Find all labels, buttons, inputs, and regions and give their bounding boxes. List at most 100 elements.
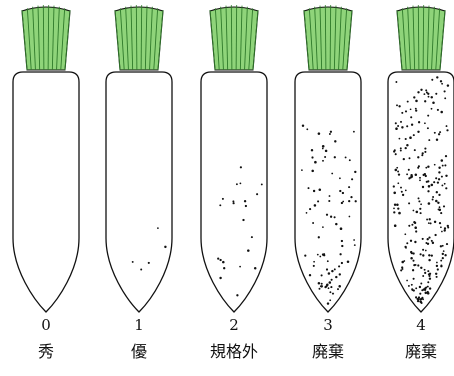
disease-spot (326, 284, 329, 287)
disease-spot (240, 183, 242, 185)
radish-4-grade-number: 4 (376, 318, 454, 333)
disease-spot (419, 293, 421, 295)
disease-spot (427, 180, 429, 182)
disease-spot (428, 96, 430, 98)
disease-spot (393, 185, 395, 187)
disease-spot (424, 269, 426, 271)
disease-spot (446, 129, 448, 131)
disease-spot (410, 108, 412, 110)
disease-spot (413, 264, 415, 266)
disease-spot (447, 84, 449, 86)
disease-spot (446, 243, 448, 245)
disease-spot (419, 177, 421, 179)
disease-spot (435, 273, 437, 275)
radish-body (13, 72, 79, 312)
radish-0-grade-number: 0 (1, 318, 91, 333)
disease-spot (417, 300, 419, 302)
disease-spot (409, 157, 411, 159)
disease-spot (439, 131, 441, 133)
disease-spot (341, 262, 343, 264)
disease-spot (441, 176, 443, 178)
leaf-stripe (330, 5, 331, 70)
disease-spot (328, 287, 330, 289)
disease-spot (428, 139, 430, 141)
disease-spot (437, 202, 439, 204)
disease-spot (410, 257, 413, 260)
disease-spot (340, 227, 343, 230)
disease-spot (339, 253, 341, 255)
disease-spot (353, 239, 355, 241)
disease-spot (330, 131, 332, 133)
disease-spot (415, 230, 417, 232)
disease-spot (411, 124, 413, 126)
disease-spot (394, 224, 397, 227)
disease-spot (401, 261, 404, 264)
disease-spot (427, 190, 429, 192)
disease-spot (408, 202, 410, 204)
disease-spot (425, 242, 427, 244)
disease-spot (414, 149, 416, 151)
disease-spot (431, 184, 434, 187)
disease-spot (329, 291, 331, 293)
disease-spot (425, 250, 427, 252)
disease-spot (434, 234, 436, 236)
disease-spot (408, 225, 410, 227)
disease-spot (415, 287, 417, 289)
disease-spot (326, 214, 328, 216)
disease-spot (420, 253, 422, 255)
disease-spot (425, 167, 427, 169)
disease-spot (398, 105, 400, 107)
disease-spot (423, 93, 425, 95)
leaf-stripe (423, 5, 424, 70)
disease-spot (339, 273, 341, 275)
disease-spot (353, 131, 355, 133)
disease-spot (423, 174, 425, 176)
disease-spot (430, 222, 432, 224)
disease-spot (414, 241, 416, 243)
disease-spot (421, 302, 423, 304)
disease-spot (140, 269, 142, 271)
disease-spot (219, 259, 221, 261)
disease-spot (247, 249, 250, 252)
disease-spot (425, 292, 428, 295)
disease-spot (236, 294, 238, 296)
disease-spot (219, 277, 221, 279)
disease-spot (434, 164, 436, 166)
disease-spot (324, 286, 326, 288)
disease-spot (350, 196, 352, 198)
disease-spot (405, 138, 407, 140)
disease-spot (335, 276, 337, 278)
radish-3-grade-number: 3 (283, 318, 373, 333)
disease-spot (440, 260, 442, 262)
disease-spot (399, 138, 401, 140)
disease-spot (406, 242, 408, 244)
disease-spot (402, 268, 404, 270)
disease-spot (404, 233, 406, 235)
disease-spot (439, 206, 441, 208)
disease-spot (397, 171, 399, 173)
radish-2-grade-name: 規格外 (189, 344, 279, 360)
disease-spot (427, 165, 429, 167)
disease-spot (420, 203, 422, 205)
disease-spot (330, 286, 332, 288)
disease-spot (317, 254, 319, 256)
disease-spot (401, 112, 403, 114)
leaf-stripe (231, 5, 232, 70)
disease-spot (414, 222, 416, 224)
disease-spot (405, 147, 407, 149)
disease-spot (440, 80, 442, 82)
disease-spot (410, 116, 412, 118)
radish-2-grade-number: 2 (189, 318, 279, 333)
disease-spot (322, 145, 325, 148)
disease-spot (417, 131, 419, 133)
disease-spot (395, 122, 397, 124)
disease-spot (240, 166, 242, 168)
disease-spot (412, 252, 414, 254)
disease-spot (413, 289, 415, 291)
disease-spot (233, 202, 235, 204)
disease-spot (428, 254, 430, 256)
disease-spot (412, 260, 414, 262)
disease-spot (419, 208, 421, 210)
disease-spot (427, 281, 429, 283)
disease-spot (414, 226, 417, 229)
